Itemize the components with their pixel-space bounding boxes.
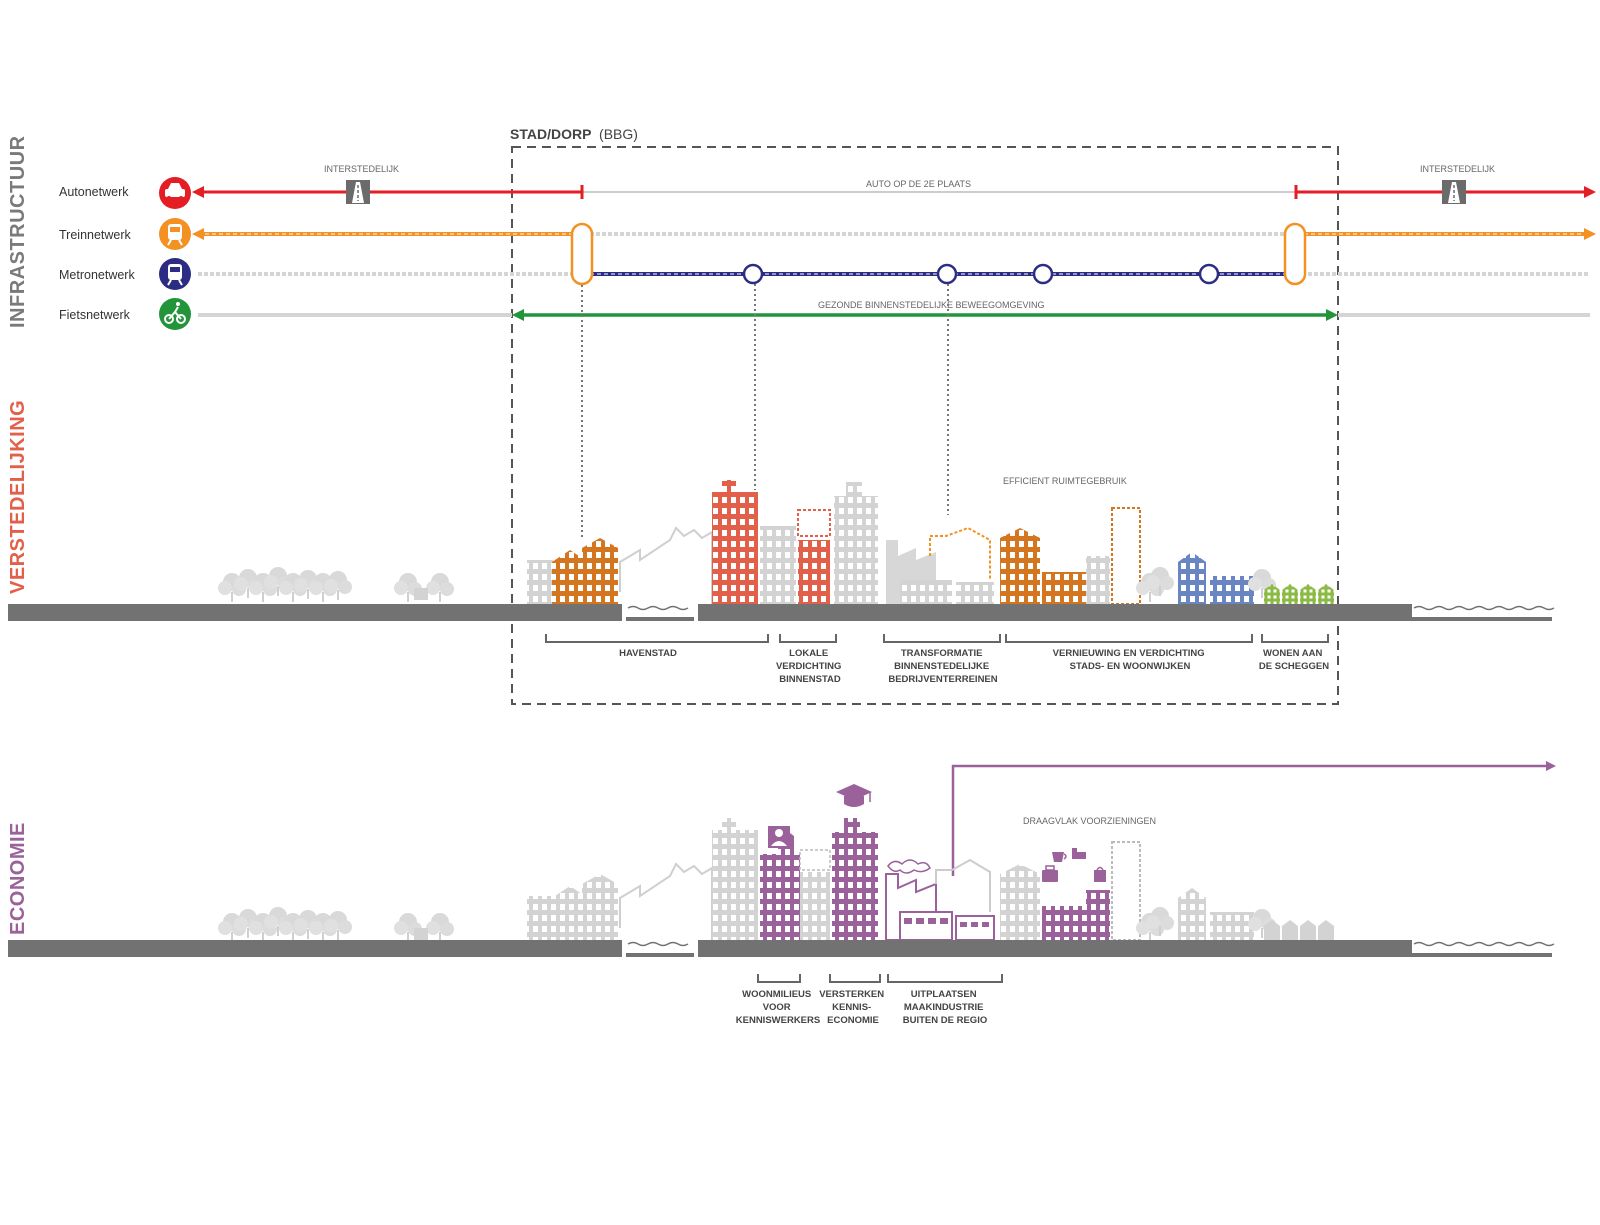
auto-network-line [192, 185, 1596, 199]
zone-labels-economie: WOONMILIEUS VOOR KENNISWERKERS VERSTERKE… [736, 989, 987, 1026]
network-label-trein: Treinnetwerk [59, 228, 132, 242]
label-interstedelijk-right: INTERSTEDELIJK [1420, 164, 1495, 174]
economie-skyline [218, 784, 1334, 942]
tree-group [218, 567, 454, 602]
label-draagvlak-voorzieningen: DRAAGVLAK VOORZIENINGEN [1023, 816, 1156, 826]
zone-wonen-scheggen: WONEN AAN DE SCHEGGEN [1259, 648, 1329, 672]
highway-icon-right [1442, 180, 1466, 204]
station-connectors [581, 284, 949, 540]
box-title: STAD/DORP (BBG) [510, 126, 638, 142]
car-icon [159, 177, 191, 209]
title-verstedelijking: VERSTEDELIJKING [7, 400, 29, 594]
label-gezonde-beweegomgeving: GEZONDE BINNENSTEDELIJKE BEWEEGOMGEVING [818, 300, 1045, 310]
zone-lokale-verdichting: LOKALE VERDICHTING BINNENSTAD [776, 648, 844, 685]
zone-woonmilieus: WOONMILIEUS VOOR KENNISWERKERS [736, 989, 820, 1026]
metro-icon [159, 258, 191, 290]
title-infrastructuur: INFRASTRUCTUUR [7, 135, 29, 328]
export-arrow-line [951, 764, 1548, 876]
person-icon [768, 826, 790, 848]
factory-building [885, 859, 995, 941]
fiets-network-line [198, 309, 1590, 321]
title-economie: ECONOMIE [7, 822, 29, 935]
zone-uitplaatsen: UITPLAATSEN MAAKINDUSTRIE BUITEN DE REGI… [903, 989, 987, 1026]
briefcase-icon [1042, 865, 1058, 882]
zone-labels-verstedelijking: HAVENSTAD LOKALE VERDICHTING BINNENSTAD … [619, 648, 1329, 685]
box-title-main: STAD/DORP [510, 126, 591, 142]
export-arrow-head [1546, 761, 1556, 771]
label-efficient-ruimtegebruik: EFFICIENT RUIMTEGEBRUIK [1003, 476, 1127, 486]
graduation-cap-icon [836, 784, 872, 807]
shopping-bag-icon [1094, 866, 1106, 882]
tree-group [218, 907, 454, 942]
coffee-icon [1052, 852, 1067, 862]
trein-network-line [192, 228, 1596, 240]
metro-station [1032, 263, 1054, 285]
network-label-metro: Metronetwerk [59, 268, 135, 282]
ground-economie [8, 940, 1555, 957]
bicycle-icon [159, 298, 191, 330]
train-icon [159, 218, 191, 250]
zone-versterken-kennis: VERSTERKEN KENNIS- ECONOMIE [819, 989, 887, 1026]
network-label-auto: Autonetwerk [59, 185, 129, 199]
zone-brackets-verstedelijking [545, 634, 1329, 643]
ground-verstedelijking [8, 604, 1555, 621]
zone-brackets-economie [757, 974, 1003, 983]
verstedelijking-skyline [218, 480, 1334, 605]
label-auto-2e-plaats: AUTO OP DE 2E PLAATS [866, 179, 971, 189]
zone-transformatie: TRANSFORMATIE BINNENSTEDELIJKE BEDRIJVEN… [888, 648, 997, 685]
metro-station [742, 263, 764, 285]
zone-havenstad: HAVENSTAD [619, 648, 677, 659]
bed-icon [1072, 848, 1086, 859]
metro-network-line [198, 263, 1590, 285]
label-interstedelijk-left: INTERSTEDELIJK [324, 164, 399, 174]
network-label-fiets: Fietsnetwerk [59, 308, 131, 322]
zone-vernieuwing: VERNIEUWING EN VERDICHTING STADS- EN WOO… [1053, 648, 1208, 672]
interchange-station-right [1283, 222, 1307, 286]
interchange-station-left [570, 222, 594, 286]
metro-station [936, 263, 958, 285]
box-title-sub: (BBG) [599, 126, 638, 142]
highway-icon-left [346, 180, 370, 204]
stad-dorp-boundary [511, 146, 1339, 705]
metro-station [1198, 263, 1220, 285]
